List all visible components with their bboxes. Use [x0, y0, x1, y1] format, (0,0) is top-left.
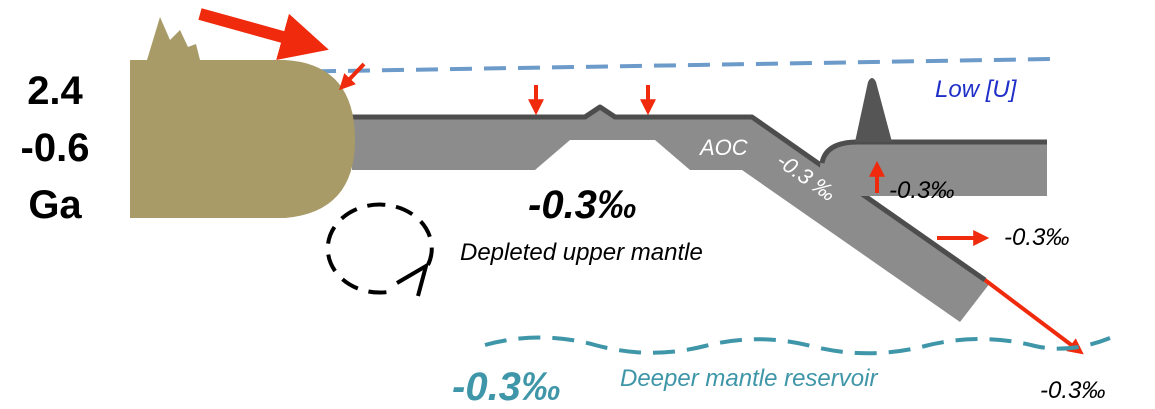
- age-end: -0.6: [21, 126, 90, 170]
- upper-mantle-label: Depleted upper mantle: [460, 239, 703, 266]
- flux-side-label: -0.3‰: [1004, 224, 1069, 251]
- deep-mantle-boundary: [484, 335, 1111, 356]
- mantle-value-label: -0.3‰: [528, 183, 637, 227]
- convection-arrowhead: [395, 261, 430, 297]
- age-start: 2.4: [27, 69, 83, 113]
- low-u-label: Low [U]: [935, 76, 1018, 103]
- convection-cell: [325, 202, 434, 295]
- arc-volcano: [855, 78, 892, 142]
- aoc-label: AOC: [698, 135, 748, 160]
- flux-up-label: -0.3‰: [889, 177, 954, 204]
- continent-flux-arrow: [339, 62, 366, 91]
- deep-reservoir-label: Deeper mantle reservoir: [620, 365, 878, 392]
- continent: [130, 17, 355, 218]
- flux-deep-label: -0.3‰: [1040, 377, 1105, 404]
- deep-flux-arrow: [983, 278, 1084, 355]
- deep-value-label: -0.3‰: [452, 365, 561, 409]
- overriding-plate-top: [819, 139, 1047, 164]
- weathering-arrow: [198, 8, 329, 61]
- surface-line: [279, 57, 1051, 74]
- age-unit: Ga: [28, 183, 82, 227]
- slab-top-surface: [352, 104, 987, 283]
- subducting-slab: [352, 106, 990, 322]
